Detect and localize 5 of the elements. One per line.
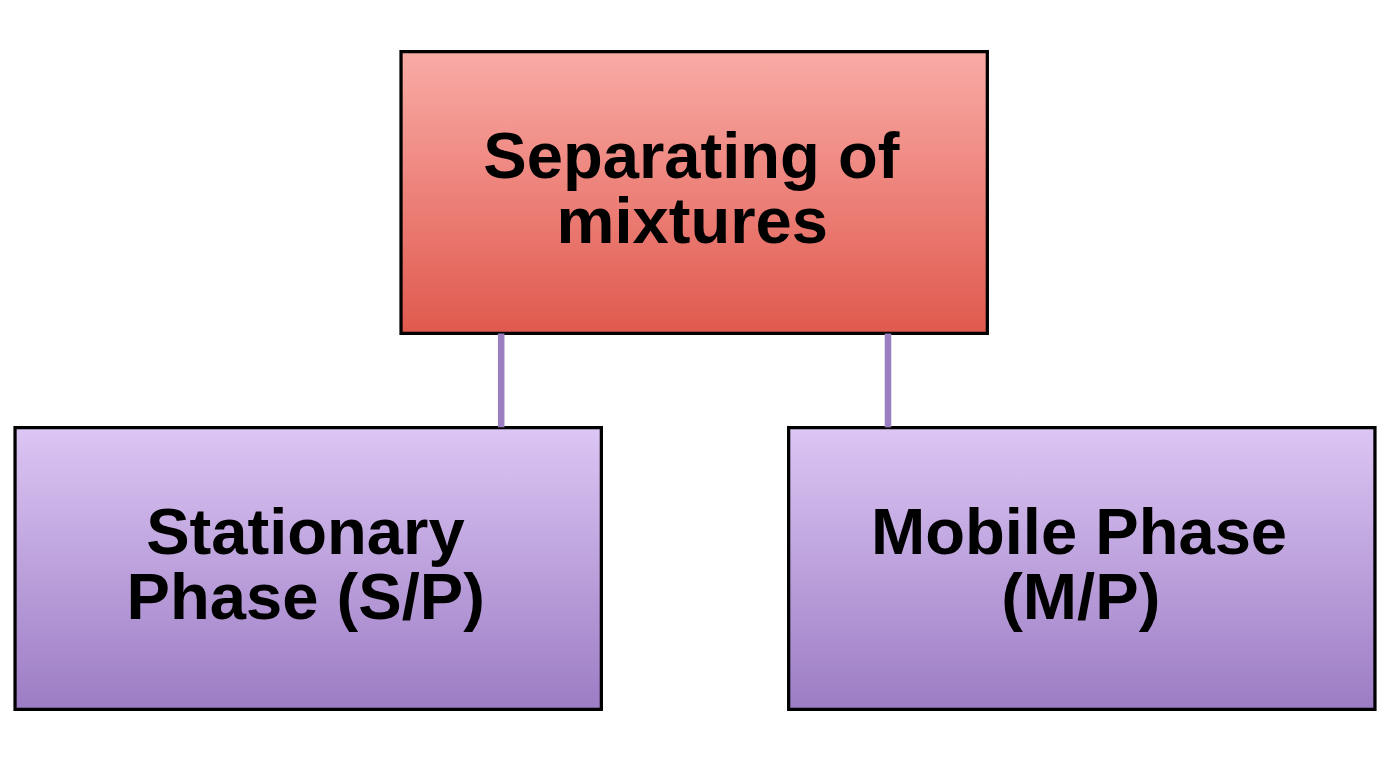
node-box: Mobile Phase (M/P)	[787, 426, 1377, 712]
connector	[497, 333, 505, 428]
node-box: Stationary Phase (S/P)	[13, 426, 603, 712]
node-box: Separating of mixtures	[399, 49, 989, 335]
connector	[884, 333, 892, 428]
